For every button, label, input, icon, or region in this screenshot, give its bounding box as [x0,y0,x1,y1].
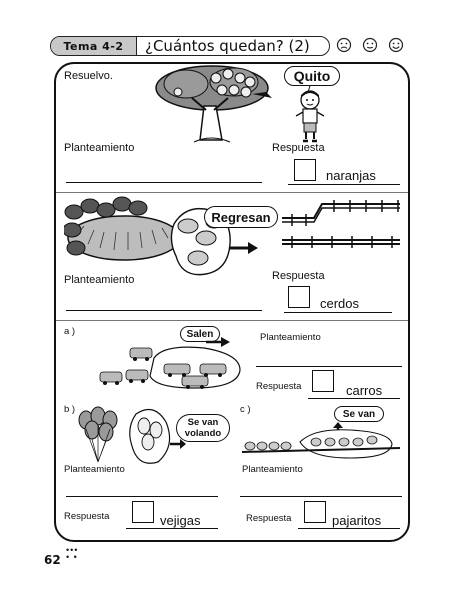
topic-title: ¿Cuántos quedan? (2) [145,37,310,55]
cars-picture [99,346,241,389]
page-dots: ••• • • [66,545,79,562]
respuesta-label-2: Respuesta [272,270,325,282]
exercise-c-label: c ) [240,404,251,415]
sad-face-icon[interactable] [336,37,352,53]
regresan-speech-bubble: Regresan [204,206,278,228]
topic-header: Tema 4-2 ¿Cuántos quedan? (2) [50,36,330,56]
section-divider-1 [56,192,408,193]
answer-box-c[interactable] [304,501,326,523]
respuesta-label-b: Respuesta [64,511,110,522]
arrow-right-icon [206,337,230,347]
answer-box-b[interactable] [132,501,154,523]
planteamiento-line-2[interactable] [66,310,262,312]
answer-box-a[interactable] [312,370,334,392]
planteamiento-label-a: Planteamiento [260,332,321,343]
orange-tree-picture [155,65,272,143]
answer-box-1[interactable] [294,159,316,181]
se-van-volando-speech-bubble: Se van volando [176,414,230,442]
page-number: 62 [44,553,61,567]
planteamiento-label-c: Planteamiento [242,464,303,475]
exercise-b-label: b ) [64,404,76,415]
answer-line-a [308,398,400,400]
boy-picture [295,86,325,143]
unit-cerdos: cerdos [320,296,360,311]
instruction-text: Resuelvo. [64,70,113,82]
worksheet-frame: Resuelvo. Quito Planteamiento Respuesta … [54,62,410,542]
unit-vejigas: vejigas [160,513,201,528]
topic-number: Tema 4-2 [51,37,137,55]
arrow-right-icon [230,242,258,254]
answer-box-2[interactable] [288,286,310,308]
neutral-face-icon[interactable] [362,37,378,53]
exercise-a-label: a ) [64,326,76,337]
respuesta-label-a: Respuesta [256,381,302,392]
fence-picture [282,200,400,248]
answer-line-b [126,528,218,530]
unit-pajaritos: pajaritos [332,513,382,528]
planteamiento-line-a[interactable] [256,366,402,368]
answer-line-2 [284,312,392,314]
planteamiento-label-b: Planteamiento [64,464,125,475]
answer-line-1 [288,184,400,186]
salen-speech-bubble: Salen [180,326,220,342]
planteamiento-line-c[interactable] [240,496,402,498]
planteamiento-line-1[interactable] [66,182,262,184]
balloons-picture [78,406,186,464]
birds-on-branch-picture [241,429,401,459]
planteamiento-label-2: Planteamiento [64,274,135,286]
planteamiento-line-b[interactable] [66,496,218,498]
se-van-speech-bubble: Se van [334,406,384,422]
quito-speech-bubble: Quito [284,66,340,86]
happy-face-icon[interactable] [388,37,404,53]
planteamiento-label-1: Planteamiento [64,142,135,154]
respuesta-label-c: Respuesta [246,513,292,524]
unit-naranjas: naranjas [326,168,376,183]
unit-carros: carros [346,383,383,398]
respuesta-label-1: Respuesta [272,142,325,154]
answer-line-c [298,528,400,530]
section-divider-2 [56,320,408,321]
self-assessment-faces [336,37,404,53]
